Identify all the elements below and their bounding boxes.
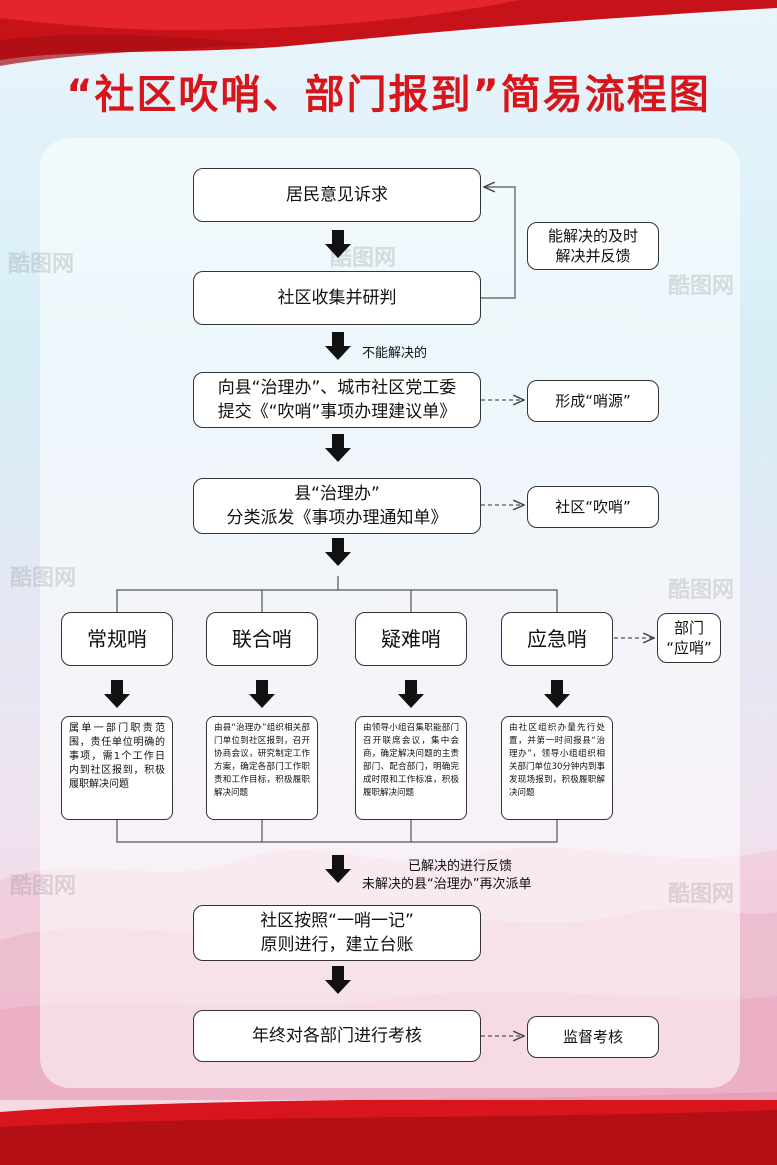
node-resident-demand: 居民意见诉求 — [193, 168, 481, 222]
label-feedback-line1: 已解决的进行反馈 — [408, 859, 513, 874]
down-arrow — [325, 332, 351, 360]
down-arrow — [104, 680, 130, 708]
down-arrow — [544, 680, 570, 708]
bottom-ribbon-decoration — [0, 1092, 777, 1165]
category-difficult: 疑难哨 — [355, 612, 467, 666]
node-annual-review: 年终对各部门进行考核 — [193, 1010, 481, 1062]
note-community-whistle: 社区“吹哨” — [527, 486, 659, 528]
category-joint: 联合哨 — [206, 612, 318, 666]
watermark: 酷图网 — [668, 882, 735, 907]
down-arrow — [249, 680, 275, 708]
category-regular-desc: 属单一部门职责范围，责任单位明确的事项，需1个工作日内到社区报到，积极履职解决问… — [61, 716, 173, 820]
down-arrow — [325, 855, 351, 883]
watermark: 酷图网 — [8, 252, 75, 277]
note-solve-timely: 能解决的及时 解决并反馈 — [527, 222, 659, 270]
category-emergency-desc: 由社区组织办量先行处置，并第一时间报县“治理办”，领导小组组织相关部门单位30分… — [501, 716, 613, 820]
down-arrow — [325, 230, 351, 258]
watermark: 酷图网 — [10, 566, 77, 591]
watermark: 酷图网 — [10, 874, 77, 899]
label-cannot-solve: 不能解决的 — [362, 346, 428, 361]
node-submit-suggestion: 向县“治理办”、城市社区党工委 提交《“吹哨”事项办理建议单》 — [193, 372, 481, 428]
note-supervise: 监督考核 — [527, 1016, 659, 1058]
down-arrow — [325, 434, 351, 462]
category-emergency: 应急哨 — [501, 612, 613, 666]
node-ledger: 社区按照“一哨一记” 原则进行，建立台账 — [193, 905, 481, 961]
down-arrow — [398, 680, 424, 708]
note-form-source: 形成“哨源” — [527, 380, 659, 422]
watermark: 酷图网 — [668, 578, 735, 603]
down-arrow — [325, 538, 351, 566]
node-community-collect: 社区收集并研判 — [193, 271, 481, 325]
page-title: “社区吹哨、部门报到”简易流程图 — [66, 72, 711, 118]
watermark: 酷图网 — [668, 274, 735, 299]
category-joint-desc: 由县“治理办”组织相关部门单位到社区报到，召开协商会议，研究制定工作方案，确定各… — [206, 716, 318, 820]
category-regular: 常规哨 — [61, 612, 173, 666]
note-dept-response: 部门 “应哨” — [657, 613, 721, 663]
node-classify-dispatch: 县“治理办” 分类派发《事项办理通知单》 — [193, 478, 481, 534]
top-ribbon-decoration — [0, 0, 777, 66]
down-arrow — [325, 966, 351, 994]
category-difficult-desc: 由领导小组召集职能部门召开联席会议，集中会商，确定解决问题的主责部门、配合部门，… — [355, 716, 467, 820]
label-feedback-line2: 未解决的县“治理办”再次派单 — [362, 877, 532, 892]
